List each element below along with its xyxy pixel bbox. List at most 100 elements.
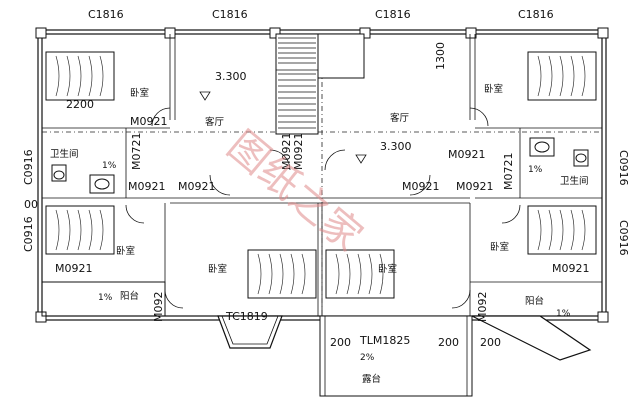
- bed-quilt-fold: [88, 55, 93, 97]
- room-bedroom-3: 卧室: [116, 245, 135, 257]
- bed-quilt-fold: [570, 55, 575, 97]
- bed-quilt-fold: [257, 253, 262, 295]
- slope-bath-2: 1%: [528, 165, 543, 175]
- door-m0921-1: M0921: [130, 115, 168, 128]
- bed: [247, 249, 317, 299]
- bed: [45, 205, 115, 255]
- elevation-1: 3.300: [215, 70, 247, 83]
- bed: [527, 51, 597, 101]
- bed-quilt-fold: [55, 209, 60, 251]
- door-m0921-9: M0921: [280, 133, 293, 171]
- bed-quilt-fold: [77, 209, 82, 251]
- room-living-2: 客厅: [390, 112, 410, 124]
- room-bedroom-4: 卧室: [208, 263, 227, 275]
- dim-200-3: 200: [480, 336, 501, 349]
- terrace: [319, 315, 473, 397]
- window-label-right-1: C0916: [617, 150, 630, 186]
- dim-200-2: 200: [438, 336, 459, 349]
- door-m092-2: M092: [476, 292, 489, 323]
- slope-bath-1: 1%: [102, 161, 117, 171]
- bed-quilt-fold: [379, 253, 384, 295]
- window-label-top-1: C1816: [88, 8, 124, 21]
- bed-quilt-fold: [55, 55, 60, 97]
- bed-quilt-fold: [290, 253, 295, 295]
- door-m0921-5: M0921: [402, 180, 440, 193]
- bed-quilt-fold: [559, 209, 564, 251]
- room-bedroom-1: 卧室: [130, 87, 149, 99]
- room-balcony-1: 阳台: [120, 290, 139, 302]
- door-m0921-7: M0921: [55, 262, 93, 275]
- columns: [35, 27, 609, 323]
- window-label-right-2: C0916: [617, 220, 630, 256]
- bed: [527, 205, 597, 255]
- door-m0921-10: M0921: [292, 133, 305, 171]
- door-m0921-8: M0921: [552, 262, 590, 275]
- room-bathroom-2: 卫生间: [560, 175, 589, 187]
- bay-window: [217, 315, 283, 349]
- window-label-top-2: C1816: [212, 8, 248, 21]
- bed-quilt-fold: [559, 55, 564, 97]
- window-label-top-4: C1816: [518, 8, 554, 21]
- bed-quilt-fold: [301, 253, 306, 295]
- room-bedroom-5: 卧室: [378, 263, 397, 275]
- bed-quilt-fold: [66, 209, 71, 251]
- window-label-left-1: C0916: [22, 149, 35, 185]
- bed-quilt-fold: [346, 253, 351, 295]
- bed-quilt-fold: [66, 55, 71, 97]
- room-bedroom-6: 卧室: [490, 241, 509, 253]
- beds: [45, 51, 597, 299]
- bed-quilt-fold: [77, 55, 82, 97]
- bed-quilt-fold: [99, 55, 104, 97]
- door-m0921-3: M0921: [128, 180, 166, 193]
- interior-walls: [42, 34, 602, 316]
- bed-quilt-fold: [581, 55, 586, 97]
- door-swings: [125, 107, 521, 309]
- staircase: [275, 33, 365, 135]
- door-m0721-1: M0721: [130, 133, 143, 171]
- bed-quilt-fold: [99, 209, 104, 251]
- bed-quilt-fold: [548, 55, 553, 97]
- side-dim-00: 00: [24, 198, 38, 211]
- bed: [45, 51, 115, 101]
- dim-1300: 1300: [434, 42, 447, 70]
- room-living-1: 客厅: [205, 116, 225, 128]
- door-m092-1: M092: [152, 292, 165, 323]
- slope-terrace: 2%: [360, 353, 375, 363]
- dim-2200: 2200: [66, 98, 94, 111]
- room-terrace: 露台: [362, 373, 381, 385]
- window-tc1819: TC1819: [225, 310, 268, 323]
- bed-quilt-fold: [88, 209, 93, 251]
- bed-quilt-fold: [268, 253, 273, 295]
- bed-quilt-fold: [537, 209, 542, 251]
- bed-quilt-fold: [548, 209, 553, 251]
- dim-200-1: 200: [330, 336, 351, 349]
- bed-quilt-fold: [570, 209, 575, 251]
- door-m0721-2: M0721: [502, 153, 515, 191]
- bed-quilt-fold: [335, 253, 340, 295]
- room-bedroom-2: 卧室: [484, 83, 503, 95]
- bed-quilt-fold: [581, 209, 586, 251]
- bathroom-right-fixtures: [529, 137, 589, 167]
- bed-quilt-fold: [368, 253, 373, 295]
- balcony-right: [471, 315, 592, 361]
- elevation-marker-2: [355, 154, 367, 164]
- door-tlm1825: TLM1825: [359, 334, 410, 347]
- elevation-marker-1: [199, 91, 211, 101]
- slope-balcony-1: 1%: [98, 293, 113, 303]
- door-m0921-6: M0921: [456, 180, 494, 193]
- room-bathroom-1: 卫生间: [50, 148, 79, 160]
- balcony-left-outline: [41, 281, 166, 317]
- slope-balcony-2: 1%: [556, 309, 571, 319]
- room-balcony-2: 阳台: [525, 295, 544, 307]
- door-m0921-2: M0921: [448, 148, 486, 161]
- window-label-top-3: C1816: [375, 8, 411, 21]
- bed-quilt-fold: [357, 253, 362, 295]
- window-label-left-2: C0916: [22, 216, 35, 252]
- door-m0921-4: M0921: [178, 180, 216, 193]
- elevation-2: 3.300: [380, 140, 412, 153]
- bed-quilt-fold: [279, 253, 284, 295]
- bed-quilt-fold: [537, 55, 542, 97]
- bathroom-left-fixtures: [51, 164, 115, 194]
